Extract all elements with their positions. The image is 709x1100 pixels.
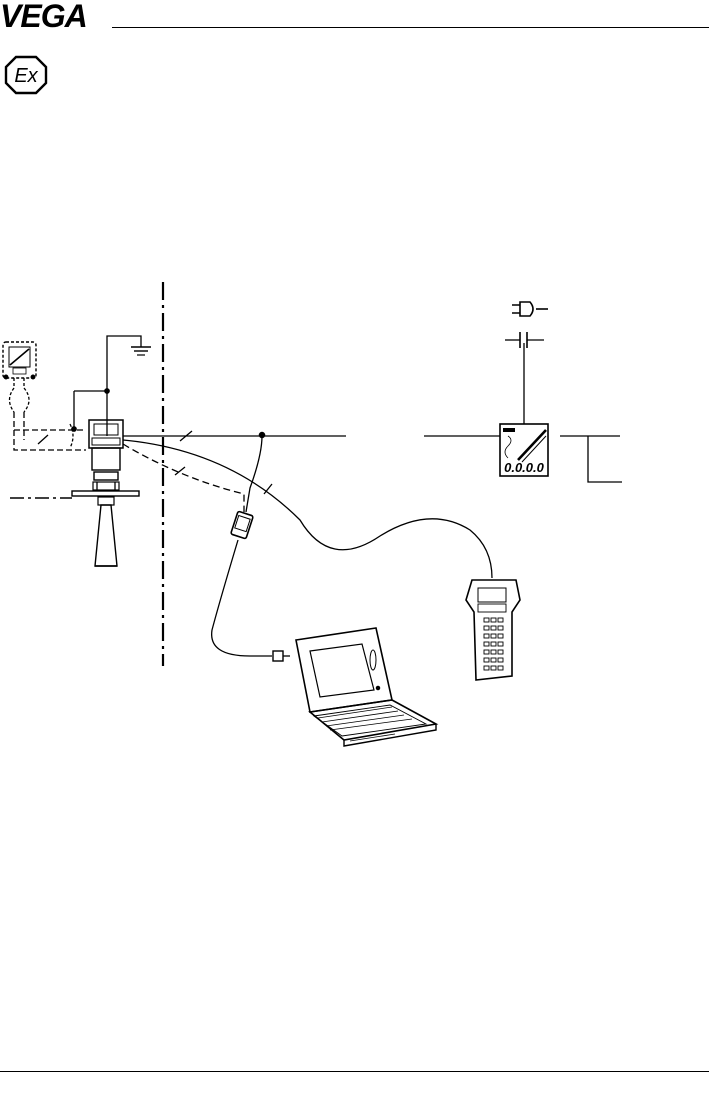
horn-antenna: [95, 505, 117, 566]
usb-plug: [273, 651, 283, 661]
handheld-communicator: [466, 580, 520, 680]
header-rule: [112, 27, 709, 28]
connection-diagram: 0.0.0.0: [0, 270, 709, 760]
indicator-display: 0.0.0.0: [504, 460, 545, 475]
footer-rule: [0, 1071, 709, 1072]
vega-logo-text: VEGA: [0, 0, 87, 30]
ex-hazard-icon: Ex: [4, 55, 48, 95]
vega-logo: VEGA: [0, 0, 120, 30]
interface-adapter: [231, 511, 254, 539]
ex-text: Ex: [14, 65, 38, 87]
laptop-pc: [296, 628, 436, 746]
power-plug-icon: [512, 302, 548, 316]
sensor-flange: [72, 491, 139, 496]
